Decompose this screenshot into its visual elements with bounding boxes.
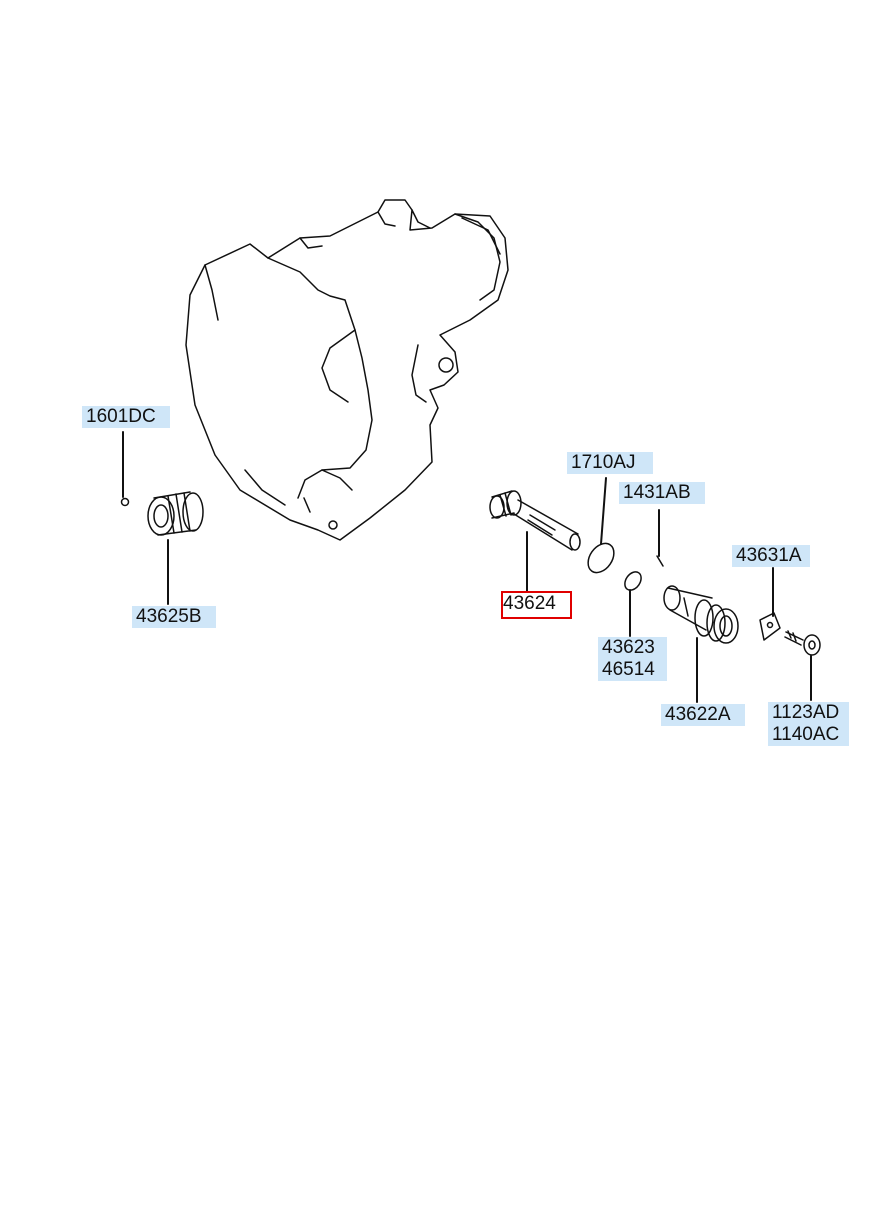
bolt-illustration <box>784 630 821 656</box>
sleeve-illustration <box>663 585 739 644</box>
part-label-43623-46514[interactable]: 43623 46514 <box>598 637 667 681</box>
part-label-43622A[interactable]: 43622A <box>661 704 745 726</box>
part-label-43625B[interactable]: 43625B <box>132 606 216 628</box>
o-ring-illustration <box>587 542 615 574</box>
pin-illustration <box>656 555 664 567</box>
bushing-illustration <box>120 491 204 536</box>
transmission-housing-illustration <box>185 199 509 541</box>
part-label-43624-selected[interactable]: 43624 <box>501 591 572 619</box>
part-label-43631A[interactable]: 43631A <box>732 545 810 567</box>
gear-shaft-illustration <box>489 490 581 551</box>
leader-lines <box>122 431 812 703</box>
part-label-1601DC[interactable]: 1601DC <box>82 406 170 428</box>
part-label-1123AD-1140AC[interactable]: 1123AD 1140AC <box>768 702 850 746</box>
part-label-1710AJ[interactable]: 1710AJ <box>567 452 654 474</box>
small-ring-illustration <box>624 571 642 591</box>
plate-illustration <box>759 612 781 641</box>
part-label-1431AB[interactable]: 1431AB <box>619 482 705 504</box>
